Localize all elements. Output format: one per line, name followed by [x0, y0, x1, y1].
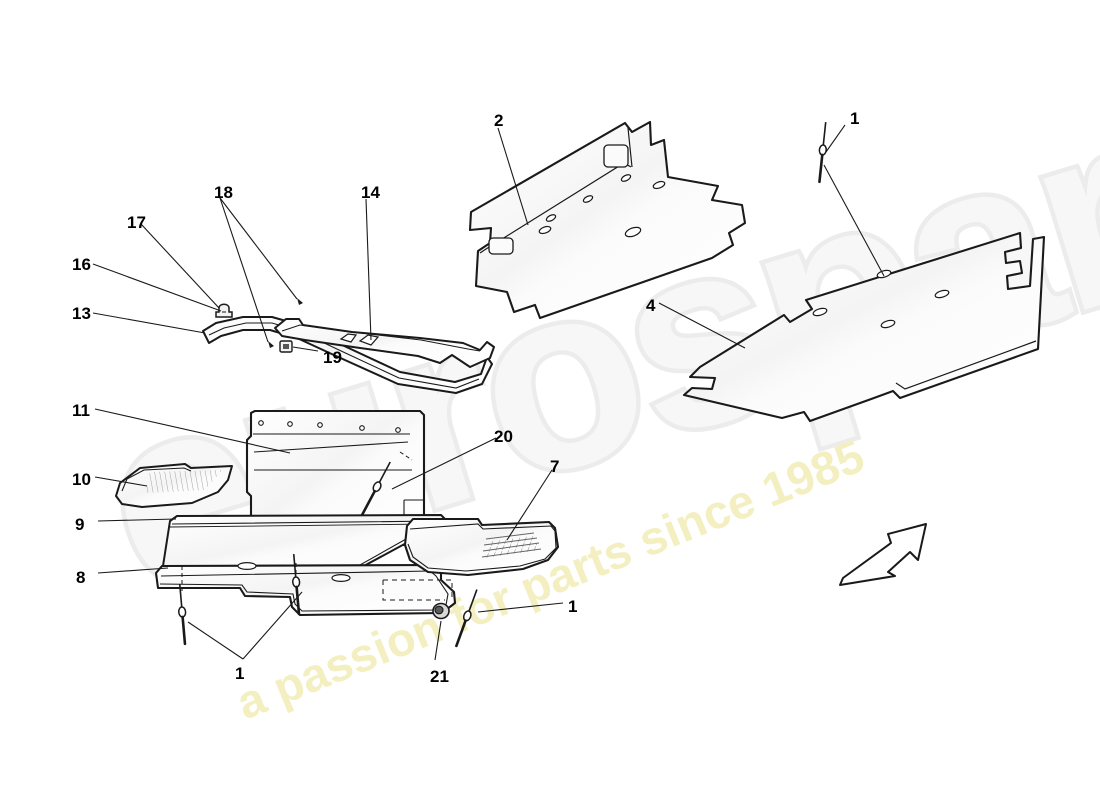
leader-lines — [92, 124, 885, 661]
callout-number-11: 11 — [72, 401, 90, 420]
part-21-grommet-nut — [432, 602, 450, 620]
callout-number-1-top: 1 — [850, 109, 860, 128]
part-10-corner-insulation-mat — [115, 463, 233, 508]
part-18-fastening-markers — [268, 298, 303, 348]
callout-number-1-left: 1 — [235, 664, 245, 683]
callout-number-10: 10 — [72, 470, 91, 489]
callout-number-2: 2 — [494, 111, 504, 130]
part-7-footwell-insulation-mat — [403, 517, 560, 577]
part-17-retaining-clip — [215, 303, 233, 318]
part-19-square-trim-clip — [279, 340, 293, 353]
direction-arrow-icon — [839, 523, 927, 586]
callout-number-13: 13 — [72, 304, 91, 323]
callout-number-7: 7 — [550, 457, 560, 476]
callout-number-9: 9 — [75, 515, 85, 534]
callout-number-17: 17 — [127, 213, 146, 232]
callout-number-4: 4 — [646, 296, 656, 315]
callout-number-21: 21 — [430, 667, 449, 686]
callout-number-1-bottom: 1 — [568, 597, 578, 616]
callout-number-19: 19 — [323, 348, 342, 367]
part-4-floor-insulation-panel — [682, 231, 1046, 423]
callout-number-18: 18 — [214, 183, 233, 202]
part-2-upper-bulkhead-panel — [468, 120, 747, 320]
callout-number-20: 20 — [494, 427, 513, 446]
callout-number-8: 8 — [76, 568, 86, 587]
part-14-upper-trim-moulding — [274, 318, 495, 368]
callout-number-16: 16 — [72, 255, 91, 274]
callout-number-14: 14 — [361, 183, 380, 202]
